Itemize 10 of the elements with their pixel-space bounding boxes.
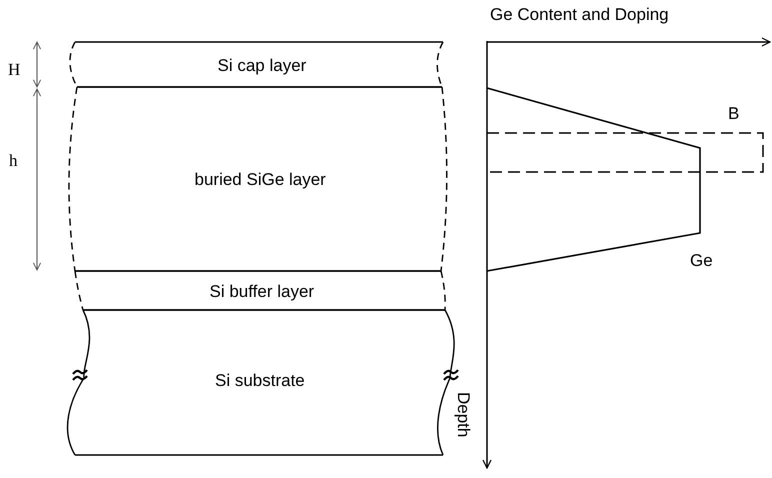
- axis-title: Ge Content and Doping: [490, 6, 669, 23]
- curve-label: B: [728, 105, 740, 122]
- axis-title: Depth: [455, 392, 472, 438]
- dimension-label: h: [9, 152, 18, 169]
- layer-label: Si substrate: [215, 372, 305, 389]
- layer-label: Si buffer layer: [210, 283, 314, 300]
- curve-label: Ge: [690, 252, 713, 269]
- layer-label: Si cap layer: [218, 57, 306, 74]
- dimension-label: H: [8, 61, 20, 78]
- layer-label: buried SiGe layer: [194, 171, 326, 188]
